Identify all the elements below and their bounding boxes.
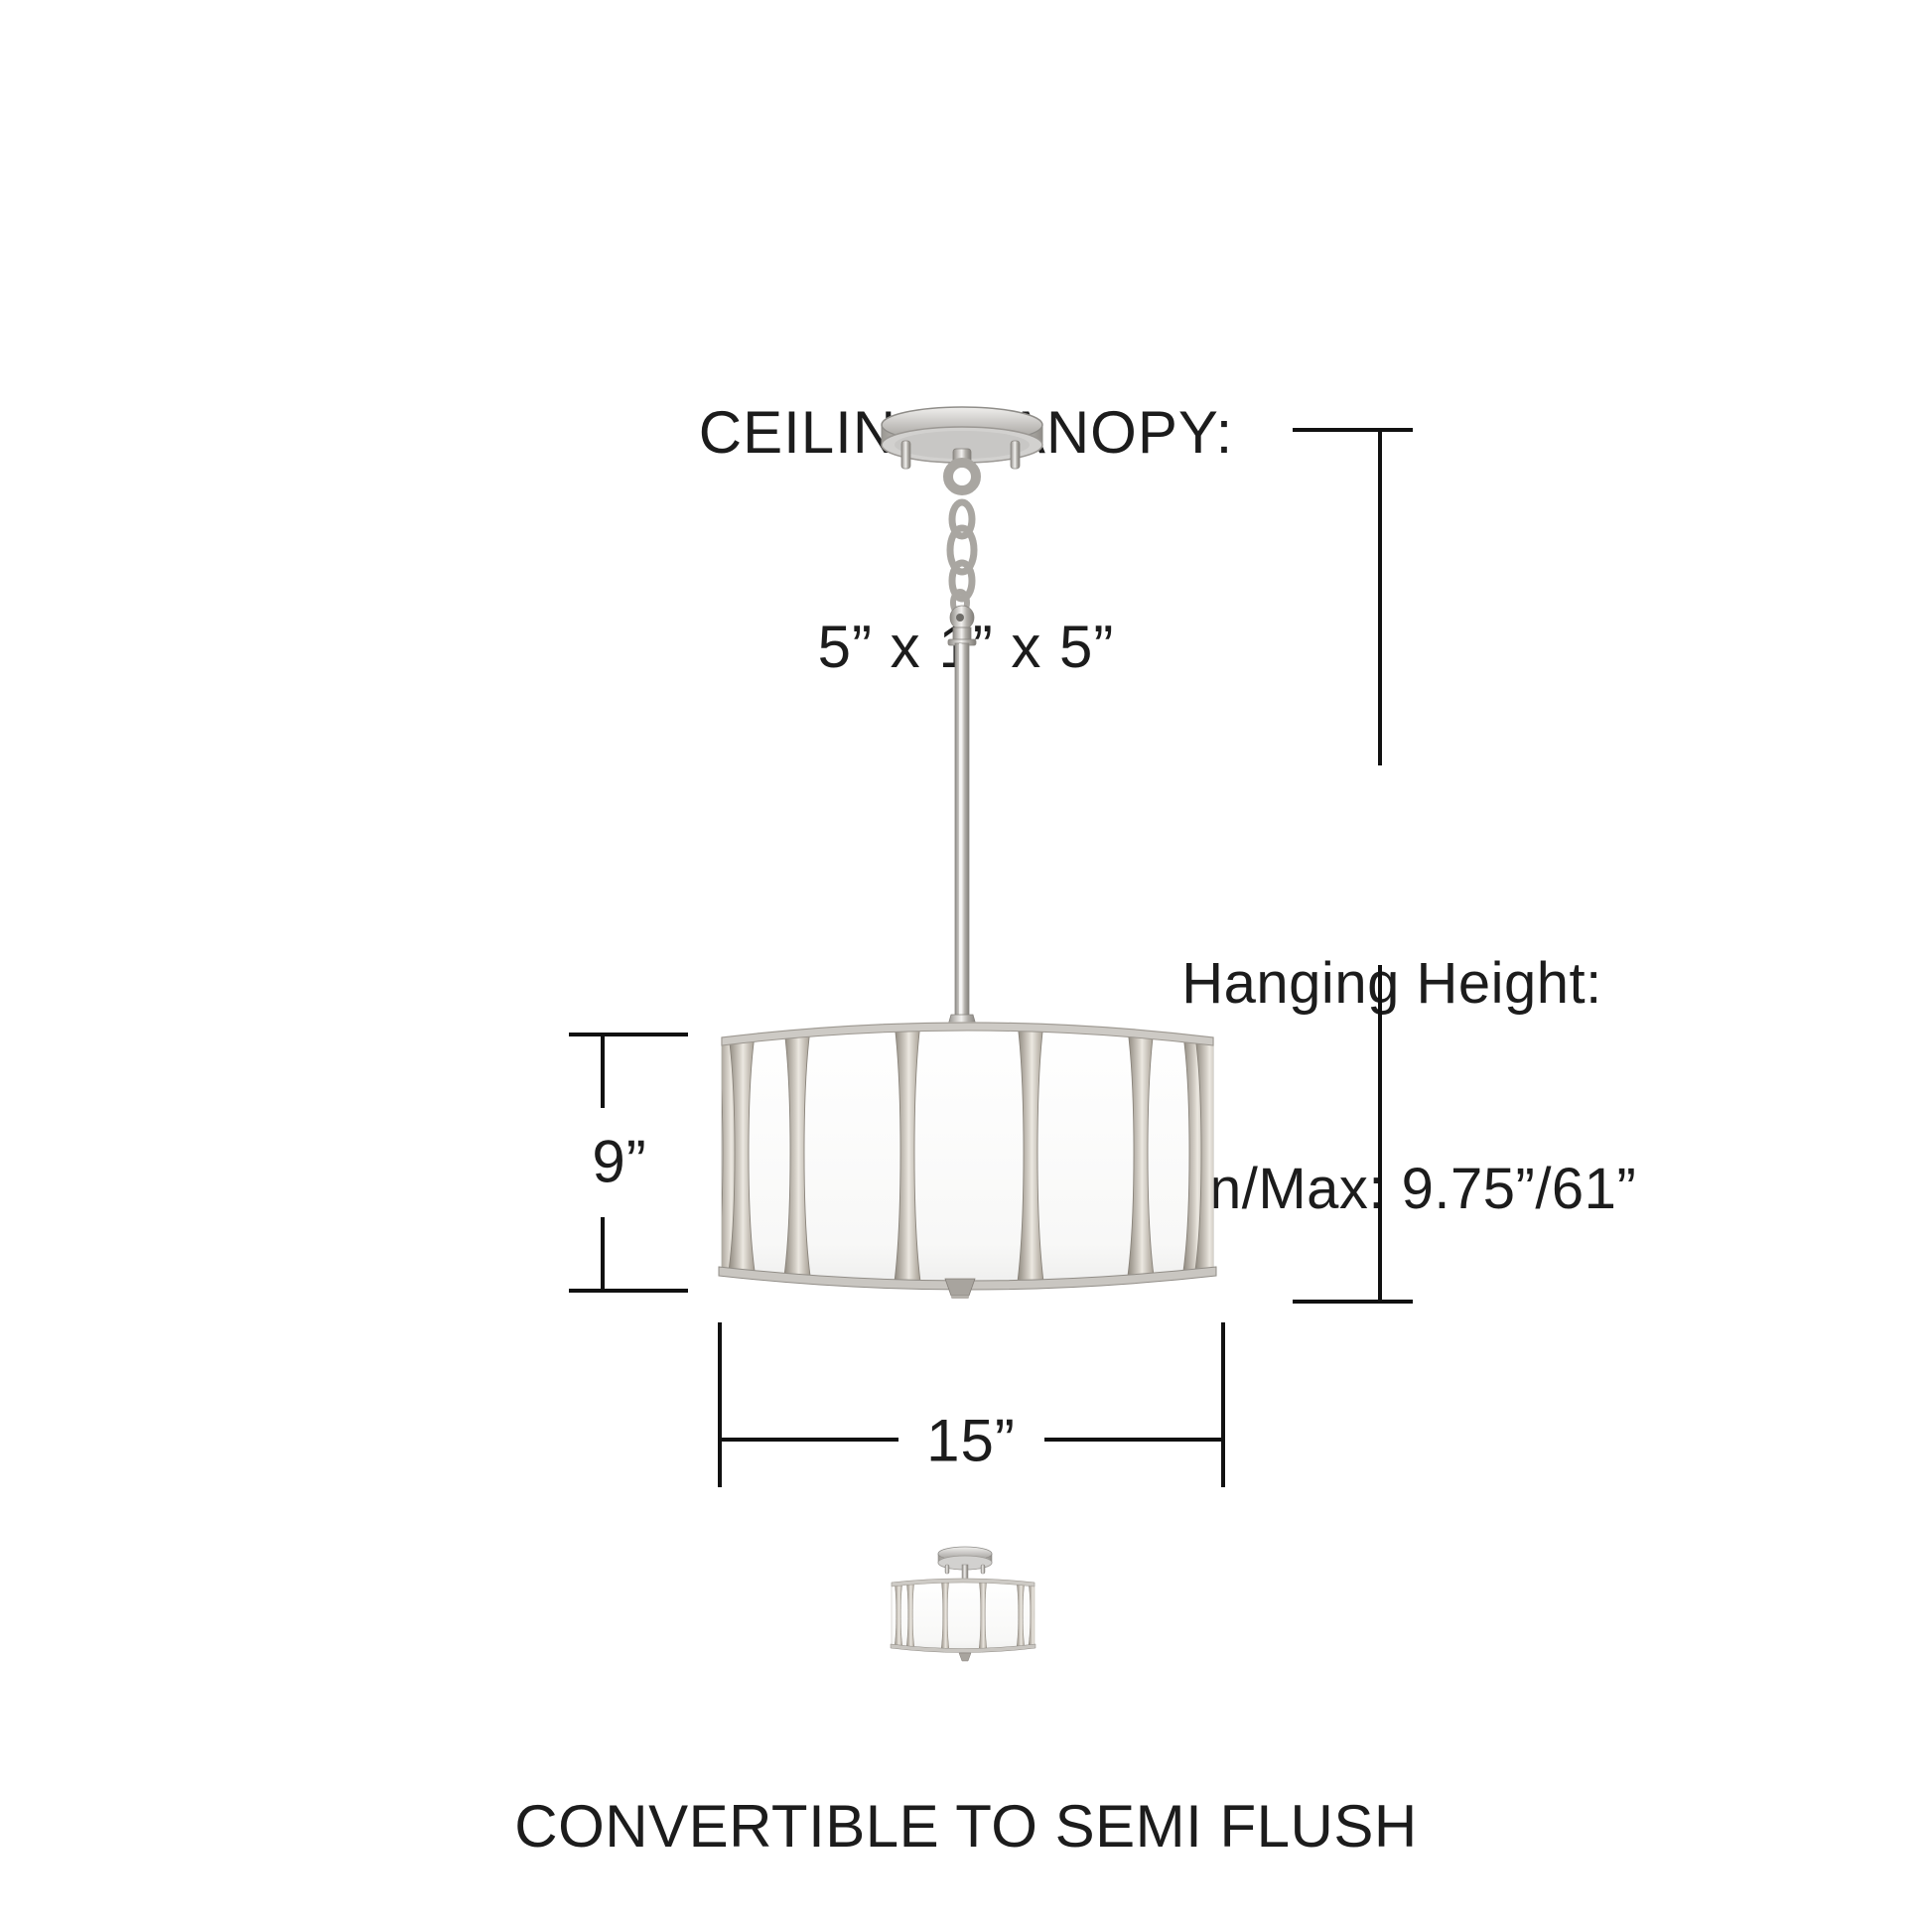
- hanging-height-dim-bottom-cap: [1293, 1300, 1413, 1304]
- hanging-height-dim-upper-line: [1378, 428, 1382, 765]
- semi-flush-label: CONVERTIBLE TO SEMI FLUSH EXTENDS: 15”: [514, 1668, 1417, 1932]
- shade-finial: [944, 1278, 976, 1297]
- hanging-height-line1: Hanging Height:: [1181, 951, 1602, 1016]
- hanging-height-dim-lower-line: [1378, 965, 1382, 1304]
- semi-flush-drum-light: [890, 1546, 1036, 1662]
- semi-flush-stem: [961, 1564, 969, 1582]
- shade-height-dim-bottom-cap: [569, 1289, 688, 1293]
- shade-ribs: [722, 1023, 1213, 1283]
- hanging-chain: [943, 458, 981, 617]
- pendant-drum-light: [718, 406, 1217, 1299]
- shade-height-label: 9”: [592, 1128, 647, 1195]
- shade-width-dim-left-line: [720, 1438, 898, 1442]
- canopy-screw-right: [1010, 440, 1021, 470]
- shade-width-dim-right-line: [1044, 1438, 1223, 1442]
- drum-shade: [718, 1022, 1217, 1299]
- downrod: [946, 642, 978, 1030]
- shade-bottom-rim: [718, 1266, 1217, 1291]
- shade-height-dim-upper-tick: [601, 1033, 605, 1108]
- shade-height-dim-top-cap: [569, 1033, 688, 1036]
- semi-flush-shade: [890, 1578, 1036, 1662]
- semi-flush-line1: CONVERTIBLE TO SEMI FLUSH: [514, 1793, 1418, 1860]
- chain-ball-finial: [947, 605, 977, 646]
- shade-top-rim: [721, 1022, 1214, 1046]
- semi-flush-canopy: [937, 1546, 993, 1582]
- shade-width-dim-left-bar: [718, 1322, 722, 1487]
- ceiling-canopy: [881, 406, 1043, 470]
- hanging-height-dim-top-cap: [1293, 428, 1413, 432]
- shade-width-label: 15”: [926, 1407, 1016, 1474]
- shade-width-dim-right-bar: [1221, 1322, 1225, 1487]
- hanging-height-label: Hanging Height: Min/Max: 9.75”/61”: [1148, 812, 1637, 1360]
- shade-height-dim-lower-tick: [601, 1217, 605, 1293]
- semi-flush-finial: [958, 1652, 972, 1662]
- canopy-screw-left: [900, 440, 911, 470]
